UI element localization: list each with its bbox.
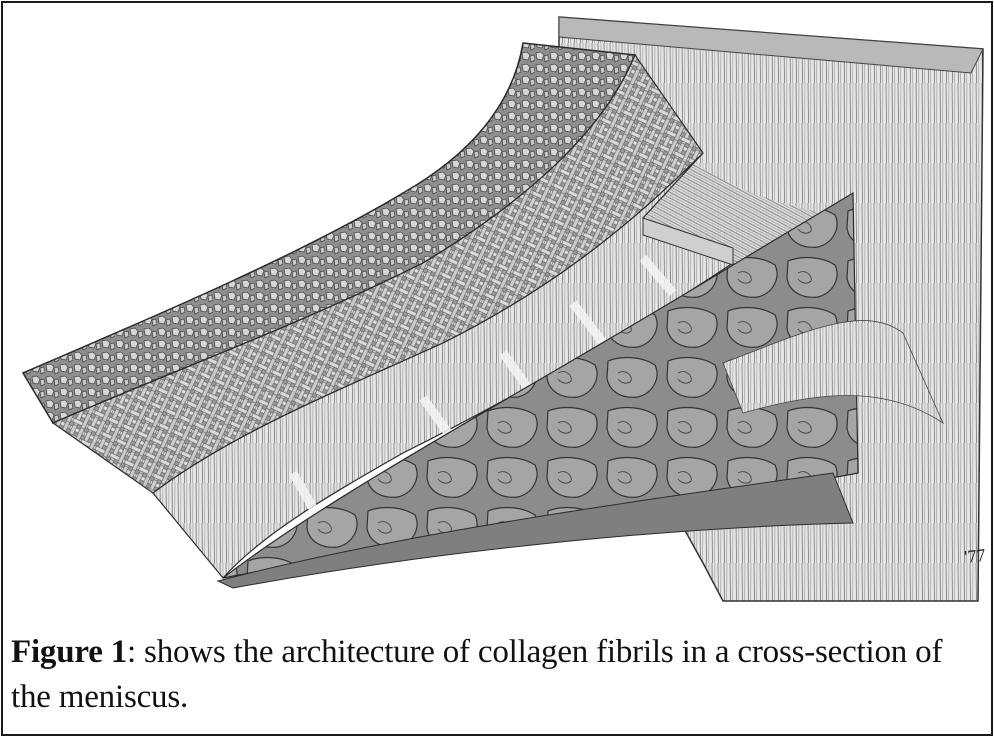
figure-label: Figure 1 [11,634,128,670]
meniscus-cross-section-illustration: '77 [21,16,987,602]
figure-caption: Figure 1: shows the architecture of coll… [11,630,986,720]
artist-signature: '77 [963,545,986,567]
caption-text: : shows the architecture of collagen fib… [11,634,943,715]
